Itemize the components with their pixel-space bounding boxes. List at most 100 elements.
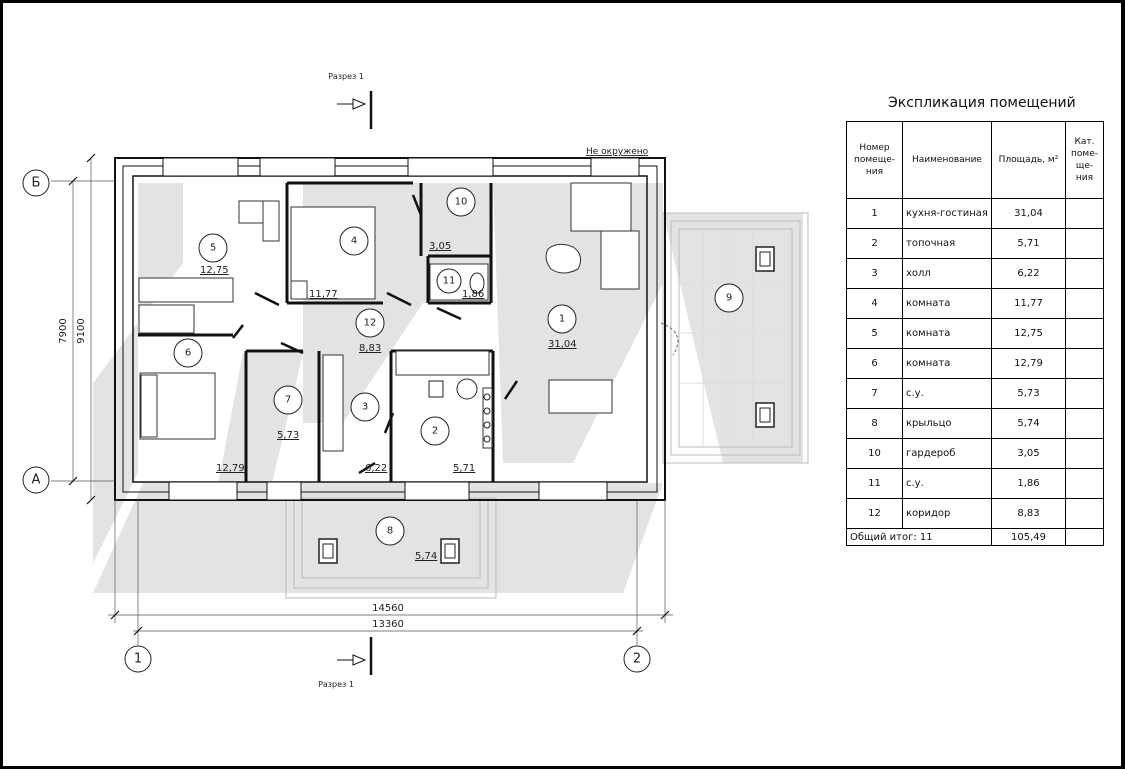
room-12-no: 12	[364, 318, 377, 329]
room-2-no: 2	[432, 426, 438, 437]
row-category	[1065, 378, 1104, 409]
total-label: Общий итог: 11	[846, 528, 992, 546]
row-number: 5	[846, 318, 903, 349]
row-area: 12,79	[991, 348, 1066, 379]
terrace-post-icon	[759, 251, 771, 267]
row-category	[1065, 228, 1104, 259]
axis-1-bubble	[124, 645, 152, 673]
row-name: гардероб	[902, 438, 992, 469]
room-8-no: 8	[387, 526, 393, 537]
row-area: 31,04	[991, 198, 1066, 229]
room-12-area: 8,83	[359, 343, 381, 354]
row-name: комната	[902, 288, 992, 319]
room-4-no: 4	[351, 236, 357, 247]
row-area: 12,75	[991, 318, 1066, 349]
axis-b-bubble	[22, 169, 50, 197]
row-number: 3	[846, 258, 903, 289]
axis-b-label: Б	[32, 176, 41, 191]
terrace-door-swing	[660, 322, 679, 356]
axis-lines	[51, 158, 673, 645]
axis-1-label: 1	[134, 652, 142, 667]
dim-13360: 13360	[372, 619, 404, 630]
table-header-row: Номер помеще-ния Наименование Площадь, м…	[846, 121, 1104, 199]
row-category	[1065, 288, 1104, 319]
room-2-area: 5,71	[453, 463, 475, 474]
boiler-icon	[456, 378, 478, 400]
terrace	[662, 212, 809, 464]
room-bubbles	[173, 187, 744, 546]
row-name: топочная	[902, 228, 992, 259]
terrace-post-icon	[759, 407, 771, 423]
room-10-area: 3,05	[429, 241, 451, 252]
row-name: с.у.	[902, 468, 992, 499]
row-area: 5,73	[991, 378, 1066, 409]
exterior-wall	[114, 157, 666, 501]
header-category: Кат. поме-ще-ния	[1065, 121, 1104, 199]
terrace-post-icon	[755, 402, 775, 428]
drawing-sheet: Разрез 1 Разрез 1 Не окружено Б А 1 2 79…	[3, 3, 1121, 766]
floor-plan: Разрез 1 Разрез 1 Не окружено Б А 1 2 79…	[22, 72, 809, 689]
row-name: комната	[902, 318, 992, 349]
row-category	[1065, 198, 1104, 229]
rug-shape	[545, 243, 582, 274]
terrace-grid	[679, 229, 792, 447]
room-9-no: 9	[726, 293, 732, 304]
section-arrow-bottom-icon	[352, 654, 367, 666]
total-category	[1065, 528, 1104, 546]
porch	[285, 497, 497, 599]
dim-14560: 14560	[372, 603, 404, 614]
terrace-post-icon	[755, 246, 775, 272]
heater-icon	[428, 380, 444, 398]
room-7-no: 7	[285, 395, 291, 406]
row-area: 11,77	[991, 288, 1066, 319]
header-number: Номер помеще-ния	[846, 121, 903, 199]
row-number: 7	[846, 378, 903, 409]
axis-2-bubble	[623, 645, 651, 673]
explication-title: Экспликация помещений	[888, 95, 1076, 111]
section-label-top: Разрез 1	[328, 72, 364, 81]
room-10-no: 10	[455, 197, 468, 208]
row-name: с.у.	[902, 378, 992, 409]
room-5-area: 12,75	[200, 265, 229, 276]
room-7-area: 5,73	[277, 430, 299, 441]
row-category	[1065, 468, 1104, 499]
room-11-no: 11	[443, 276, 456, 287]
row-area: 3,05	[991, 438, 1066, 469]
table-total-row: Общий итог: 11 105,49	[846, 528, 1104, 546]
not-enclosed-label: Не окружено	[586, 147, 649, 157]
dim-7900: 7900	[58, 318, 69, 343]
row-name: кухня-гостиная	[902, 198, 992, 229]
room-4-area: 11,77	[309, 289, 338, 300]
doors	[232, 194, 519, 475]
row-category	[1065, 258, 1104, 289]
room-11-area: 1,86	[462, 289, 484, 300]
header-area: Площадь, м²	[991, 121, 1066, 199]
stove-icon	[483, 393, 491, 443]
section-label-bottom: Разрез 1	[318, 680, 354, 689]
room-8-area: 5,74	[415, 551, 437, 562]
windows	[162, 157, 640, 501]
axis-2-label: 2	[633, 652, 641, 667]
row-area: 5,74	[991, 408, 1066, 439]
row-number: 2	[846, 228, 903, 259]
row-area: 8,83	[991, 498, 1066, 529]
porch-post-icon	[318, 538, 338, 564]
axis-a-bubble	[22, 466, 50, 494]
room-1-no: 1	[559, 314, 565, 325]
row-area: 5,71	[991, 228, 1066, 259]
axis-a-label: А	[32, 473, 41, 488]
row-number: 4	[846, 288, 903, 319]
porch-post-icon	[440, 538, 460, 564]
row-name: холл	[902, 258, 992, 289]
room-6-area: 12,79	[216, 463, 245, 474]
room-6-no: 6	[185, 348, 191, 359]
row-name: коридор	[902, 498, 992, 529]
row-category	[1065, 498, 1104, 529]
